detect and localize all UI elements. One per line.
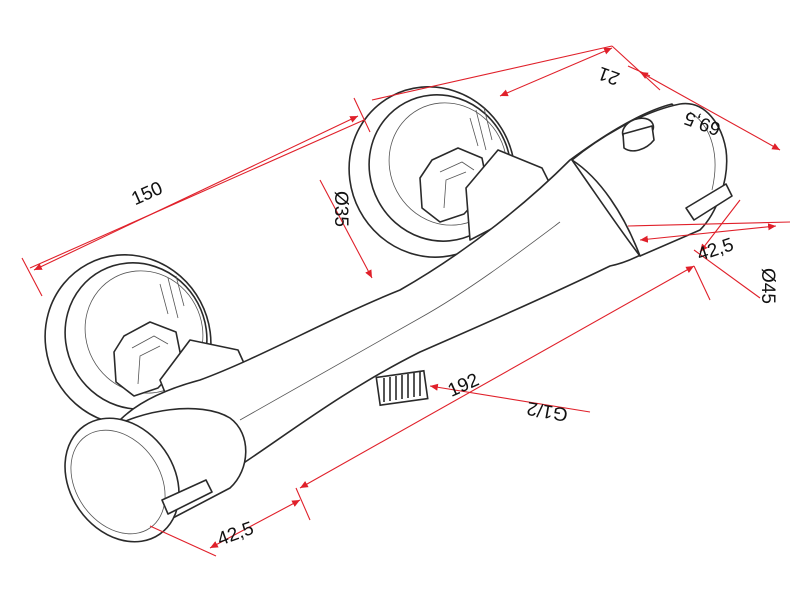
mixer-body	[44, 86, 733, 543]
dim-label-42-5-left: 42,5	[215, 518, 257, 550]
dimension-lines	[21, 45, 791, 557]
dim-label-thread: G1/2	[525, 397, 569, 425]
outlet-thread	[375, 369, 429, 407]
dim-label-150: 150	[128, 178, 166, 210]
dim-label-body-diameter: Ø35	[330, 191, 351, 227]
dim-label-42-5-right: 42,5	[695, 234, 737, 265]
dim-label-21: 21	[596, 62, 623, 89]
left-end-cap	[64, 407, 247, 543]
dim-label-192: 192	[445, 370, 483, 402]
dim-label-outlet-diameter: Ø45	[757, 268, 778, 304]
